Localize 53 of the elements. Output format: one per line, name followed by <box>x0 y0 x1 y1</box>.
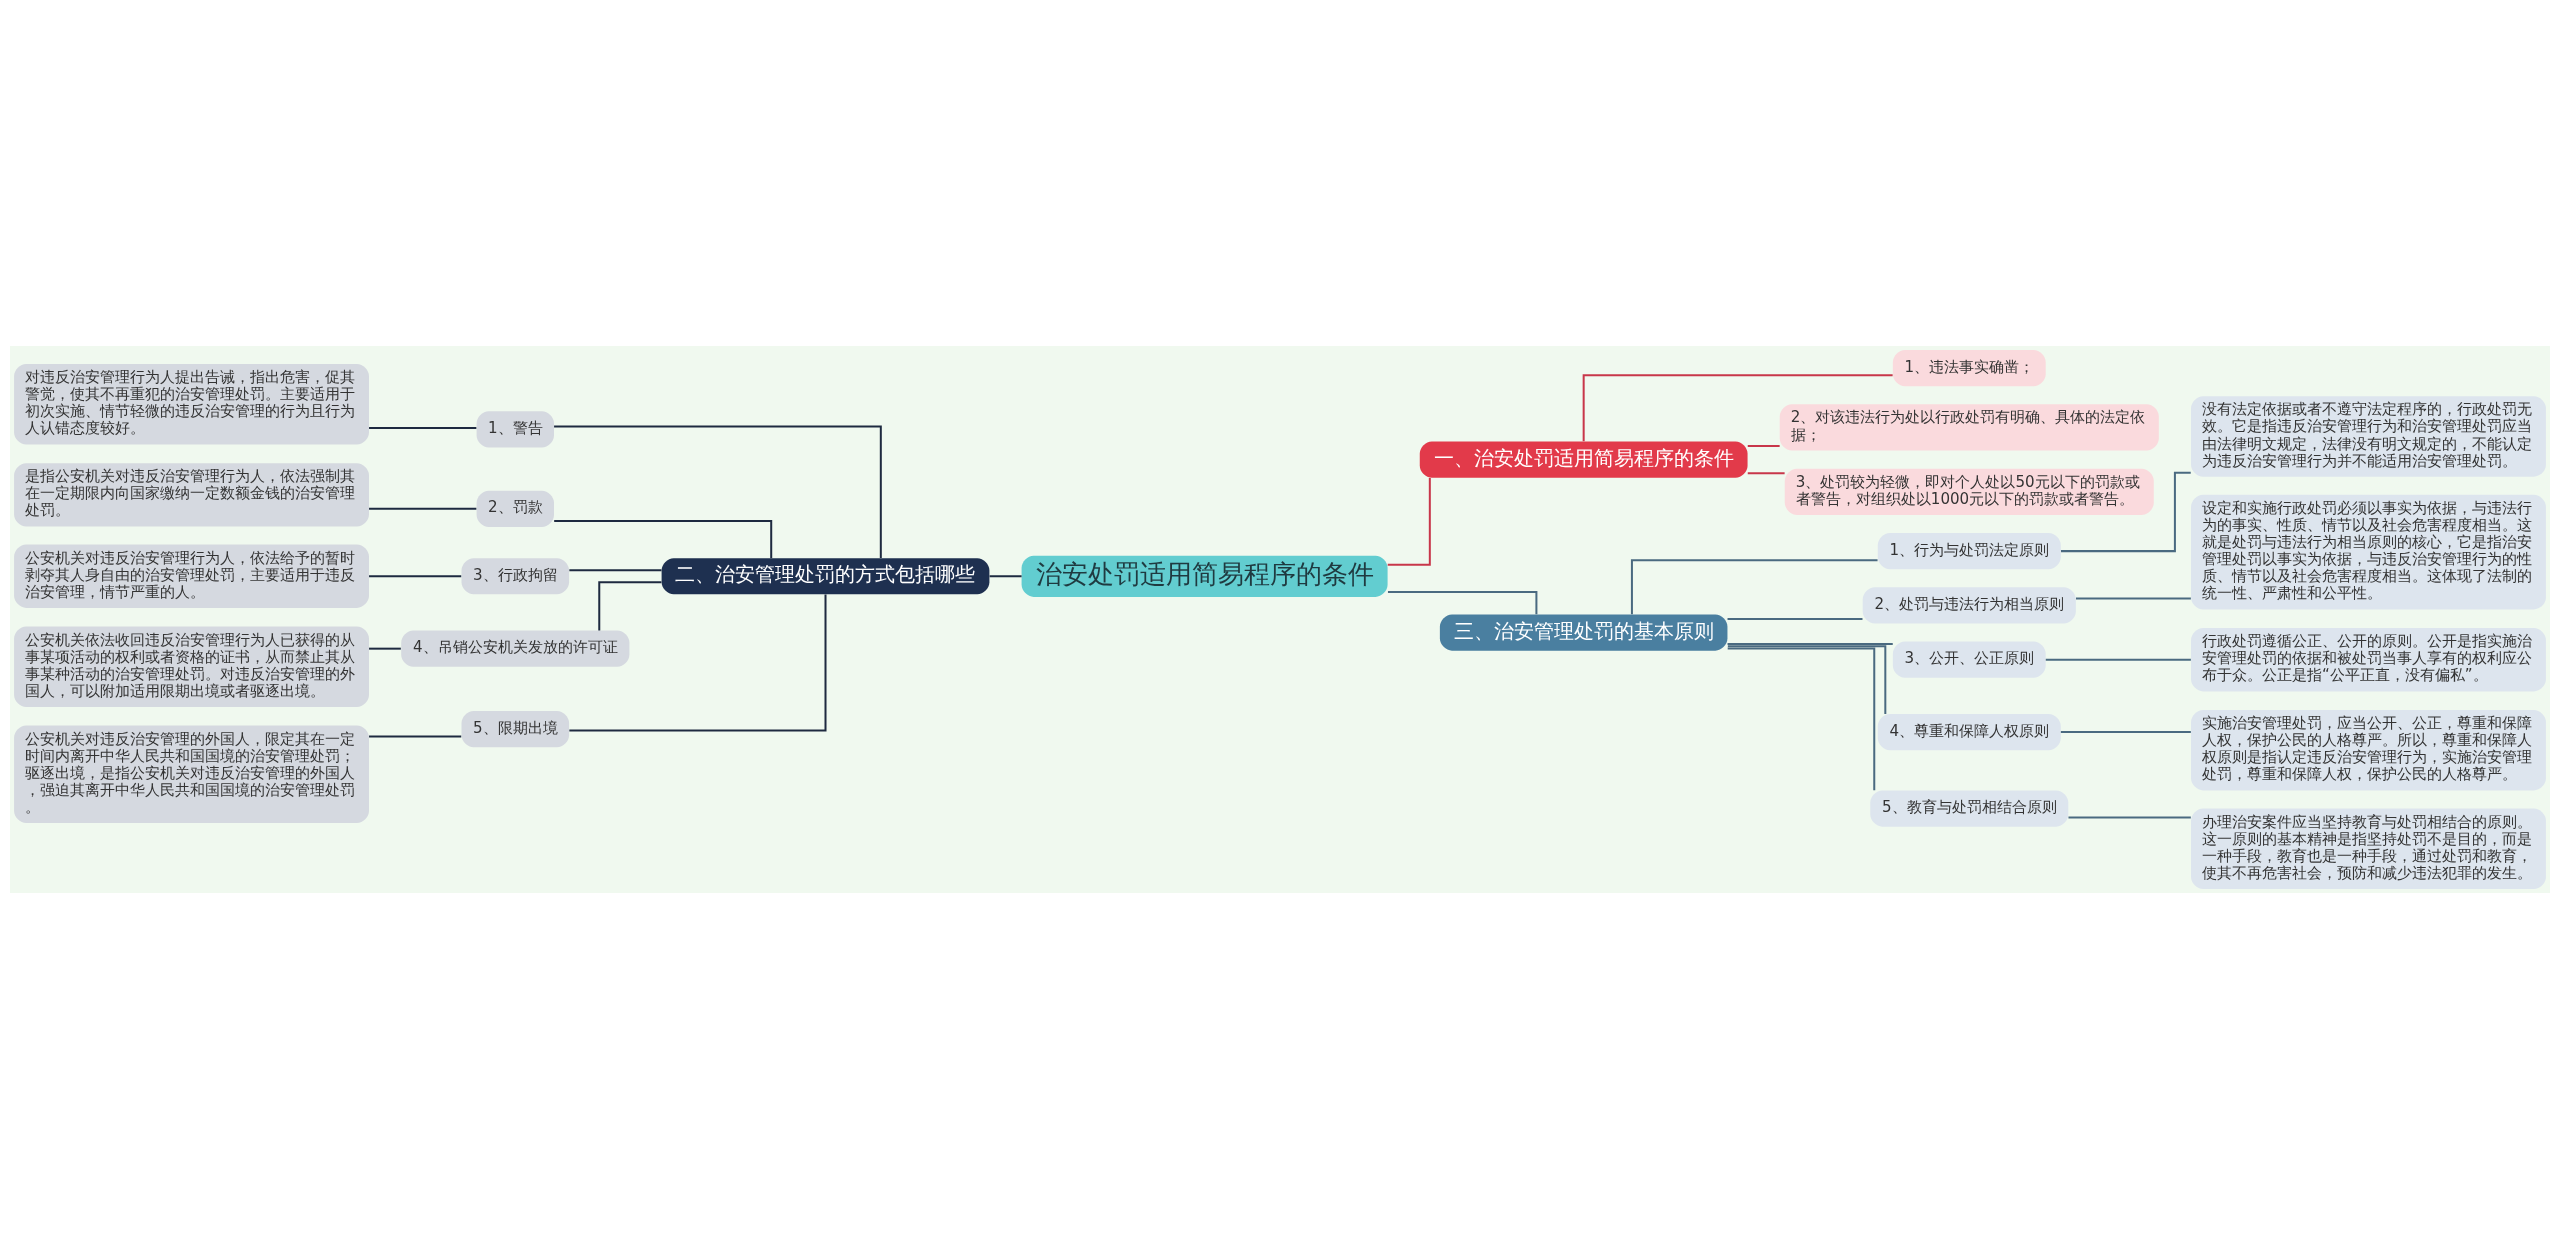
connector <box>369 735 462 738</box>
connector <box>1747 472 1785 475</box>
node-box: 三、治安管理处罚的基本原则 <box>1439 614 1728 651</box>
node-box: 是指公安机关对违反治安管理行为人，依法强制其在一定期限内向国家缴纳一定数额金钱的治安管理处罚。 <box>14 463 369 527</box>
connector <box>369 647 401 650</box>
node-box: 5、限期出境 <box>461 711 570 748</box>
node-box: 3、处罚较为轻微，即对个人处以50元以下的罚款或者警告，对组织处以1000元以下的罚款或者警告。 <box>1784 468 2154 515</box>
node-box: 2、罚款 <box>476 490 554 527</box>
connector <box>1727 647 1876 791</box>
node-box: 行政处罚遵循公正、公开的原则。公开是指实施治安管理处罚的依据和被处罚当事人享有的权利应公布于众。公正是指“公平正直，没有偏私”。 <box>2191 628 2546 692</box>
connector <box>1582 374 1893 442</box>
connector <box>2045 658 2191 661</box>
node-box: 二、治安管理处罚的方式包括哪些 <box>661 558 990 595</box>
node-box: 公安机关对违反治安管理的外国人，限定其在一定时间内离开中华人民共和国国境的治安管理处罚；驱逐出境，是指公安机关对违反治安管理的外国人，强迫其离开中华人民共和国国境的治安管理处罚。 <box>14 725 369 824</box>
connector <box>554 425 882 558</box>
connector <box>2076 597 2191 600</box>
connector <box>569 569 662 572</box>
node-box: 公安机关对违反治安管理行为人，依法给予的暂时剥夺其人身自由的治安管理处罚，主要适用于违反治安管理，情节严重的人。 <box>14 544 369 608</box>
node-box: 实施治安管理处罚，应当公开、公正，尊重和保障人权，保护公民的人格尊严。所以，尊重和保障人权原则是指认定违反治安管理行为，实施治安管理处罚，尊重和保障人权，保护公民的人格尊严。 <box>2191 710 2546 791</box>
connector <box>2060 471 2191 553</box>
node-box: 办理治安案件应当坚持教育与处罚相结合的原则。这一原则的基本精神是指坚持处罚不是目的，而是一种手段，教育也是一种手段，通过处罚和教育，使其不再危害社会，预防和减少违法犯罪的发生。 <box>2191 808 2546 889</box>
connector <box>569 594 827 732</box>
connector <box>2060 731 2191 734</box>
connector <box>1727 618 1863 620</box>
node-box: 对违反治安管理行为人提出告诫，指出危害，促其警觉，使其不再重犯的治安管理处罚。主要适用于初次实施、情节轻微的违反治安管理的行为且行为人认错态度较好。 <box>14 364 369 445</box>
connector <box>1747 445 1780 448</box>
connector <box>369 507 477 510</box>
connector <box>2068 816 2191 819</box>
connector <box>989 575 1022 578</box>
connector <box>1727 645 1887 714</box>
node-box: 3、行政拘留 <box>461 558 570 595</box>
node-box: 5、教育与处罚相结合原则 <box>1870 790 2069 827</box>
node-box: 治安处罚适用简易程序的条件 <box>1021 555 1388 597</box>
connector <box>598 581 662 631</box>
connector <box>369 575 462 578</box>
node-box: 4、尊重和保障人权原则 <box>1877 714 2061 751</box>
node-box: 4、吊销公安机关发放的许可证 <box>401 630 630 667</box>
node-box: 1、警告 <box>476 411 554 448</box>
connector <box>1630 559 1878 615</box>
connector <box>1727 642 1893 645</box>
node-box: 1、行为与处罚法定原则 <box>1877 533 2061 570</box>
node-box: 设定和实施行政处罚必须以事实为依据，与违法行为的事实、性质、情节以及社会危害程度相当。这就是处罚与违法行为相当原则的核心，它是指治安管理处罚以事实为依据，与违反治安管理行为的性质、情节以及社会危害程度相当。这体现了法制的统一性、严肃性和公平性。 <box>2191 494 2546 610</box>
node-box: 2、处罚与违法行为相当原则 <box>1862 587 2076 624</box>
connector <box>369 426 477 429</box>
connector <box>1387 477 1431 566</box>
node-box: 公安机关依法收回违反治安管理行为人已获得的从事某项活动的权利或者资格的证书，从而禁止其从事某种活动的治安管理处罚。对违反治安管理的外国人，可以附加适用限期出境或者驱逐出境。 <box>14 626 369 707</box>
connector <box>1387 591 1538 615</box>
node-box: 3、公开、公正原则 <box>1892 641 2046 678</box>
node-box: 一、治安处罚适用简易程序的条件 <box>1419 441 1748 478</box>
node-box: 1、违法事实确凿； <box>1892 350 2046 387</box>
node-box: 没有法定依据或者不遵守法定程序的，行政处罚无效。它是指违反治安管理行为和治安管理处罚应当由法律明文规定，法律没有明文规定的，不能认定为违反治安管理行为并不能适用治安管理处罚。 <box>2191 396 2546 477</box>
node-box: 2、对该违法行为处以行政处罚有明确、具体的法定依据； <box>1779 404 2159 451</box>
connector <box>554 519 773 559</box>
